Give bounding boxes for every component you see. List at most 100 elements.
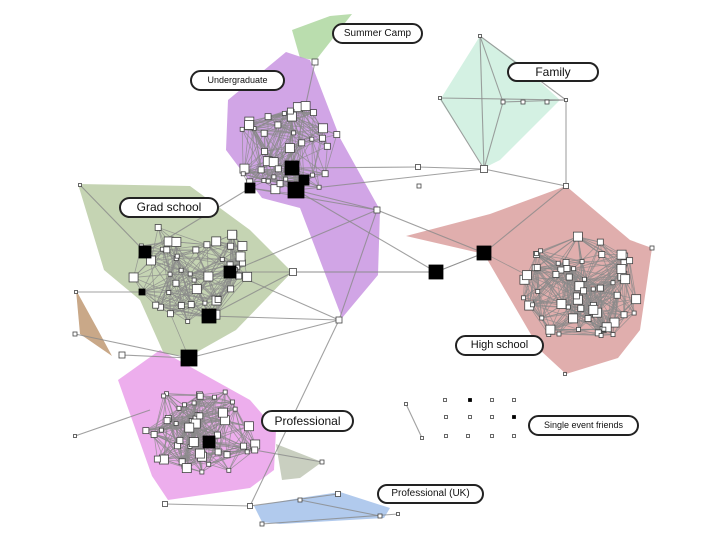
node bbox=[232, 406, 238, 412]
edge bbox=[541, 317, 579, 330]
node bbox=[610, 332, 616, 338]
node bbox=[538, 248, 543, 254]
edge bbox=[612, 282, 635, 314]
hub-node bbox=[284, 160, 300, 176]
node bbox=[309, 136, 315, 142]
node bbox=[598, 251, 606, 258]
edge bbox=[156, 423, 177, 460]
edge bbox=[133, 255, 178, 278]
node bbox=[240, 171, 246, 177]
node bbox=[490, 398, 494, 402]
hub-node bbox=[138, 288, 146, 296]
edge bbox=[193, 256, 241, 281]
node bbox=[214, 448, 222, 456]
node bbox=[271, 174, 277, 180]
node bbox=[167, 310, 174, 318]
edge bbox=[177, 244, 208, 257]
edge bbox=[160, 256, 178, 308]
edge bbox=[169, 273, 192, 305]
edge bbox=[483, 185, 567, 254]
node bbox=[596, 238, 604, 246]
node bbox=[174, 253, 180, 259]
edge bbox=[208, 425, 250, 443]
node bbox=[563, 265, 571, 272]
edge bbox=[435, 252, 485, 273]
node bbox=[284, 143, 295, 153]
node bbox=[562, 259, 570, 266]
hub-node bbox=[138, 245, 152, 259]
edge bbox=[600, 254, 622, 289]
edge bbox=[160, 393, 167, 431]
edge bbox=[291, 61, 316, 169]
node bbox=[181, 463, 192, 473]
node bbox=[552, 271, 560, 278]
node bbox=[166, 290, 172, 295]
edge bbox=[244, 133, 265, 169]
node bbox=[444, 415, 448, 419]
node bbox=[298, 139, 306, 147]
edge bbox=[249, 116, 292, 126]
edge bbox=[558, 333, 602, 336]
node bbox=[580, 287, 587, 295]
edge bbox=[541, 307, 581, 319]
node bbox=[226, 467, 232, 473]
edge bbox=[163, 423, 177, 460]
edge bbox=[163, 420, 168, 460]
node bbox=[610, 280, 616, 286]
node bbox=[310, 109, 317, 117]
edge bbox=[193, 245, 231, 281]
node bbox=[535, 289, 541, 294]
edge bbox=[479, 35, 504, 103]
edge bbox=[155, 255, 178, 306]
node bbox=[438, 96, 442, 100]
edge bbox=[536, 253, 568, 269]
node bbox=[588, 304, 599, 315]
node bbox=[631, 294, 642, 305]
edge bbox=[168, 396, 215, 419]
edge bbox=[150, 227, 159, 261]
edge bbox=[483, 101, 504, 170]
node-layer bbox=[72, 34, 655, 527]
edge bbox=[176, 241, 231, 247]
node bbox=[235, 251, 246, 262]
edge bbox=[629, 260, 637, 300]
edge bbox=[311, 139, 320, 188]
node bbox=[167, 271, 173, 277]
node bbox=[184, 422, 195, 433]
node bbox=[316, 184, 322, 190]
node bbox=[227, 229, 238, 240]
edge bbox=[439, 97, 485, 170]
grad-school-label: Grad school bbox=[119, 197, 219, 218]
node bbox=[158, 427, 164, 433]
node bbox=[72, 331, 78, 337]
node bbox=[152, 301, 160, 309]
node bbox=[584, 315, 592, 322]
node bbox=[521, 295, 526, 301]
node bbox=[188, 437, 199, 447]
node bbox=[539, 315, 545, 321]
edge bbox=[623, 279, 626, 315]
node bbox=[555, 260, 561, 266]
node bbox=[187, 271, 193, 277]
edge bbox=[160, 279, 195, 308]
edge bbox=[536, 236, 579, 268]
node bbox=[490, 415, 494, 419]
node bbox=[182, 402, 187, 408]
node bbox=[150, 431, 158, 438]
edge bbox=[295, 189, 378, 211]
edge bbox=[606, 295, 618, 328]
hub-node bbox=[428, 264, 444, 280]
node bbox=[319, 134, 326, 142]
node bbox=[214, 431, 221, 439]
edge bbox=[206, 244, 241, 257]
edge bbox=[243, 167, 293, 175]
node bbox=[163, 246, 171, 254]
edge bbox=[273, 113, 285, 163]
node bbox=[264, 113, 272, 121]
node bbox=[601, 326, 607, 332]
node bbox=[222, 389, 228, 395]
edge bbox=[483, 168, 567, 187]
edge bbox=[523, 276, 570, 299]
edge bbox=[207, 276, 216, 315]
node bbox=[416, 183, 422, 189]
